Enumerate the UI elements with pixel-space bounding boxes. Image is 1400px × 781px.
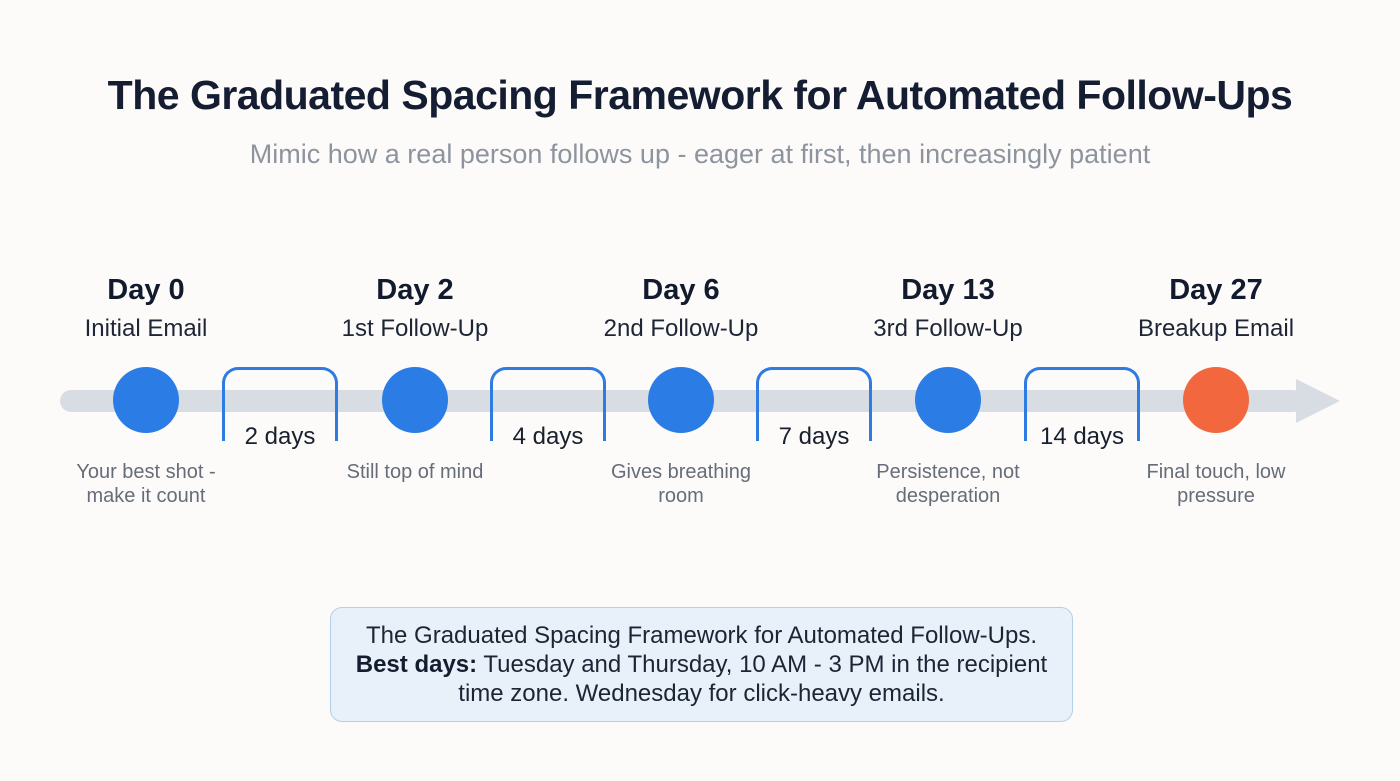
interval-1: 2 days [222, 367, 338, 450]
timeline-arrowhead-icon [1296, 379, 1340, 423]
note-best-days-label: Best days: [355, 651, 478, 678]
interval-label: 7 days [778, 423, 850, 450]
milestone-day-13: Day 13 3rd Follow-Up Persistence, not de… [838, 274, 1058, 524]
page-subtitle: Mimic how a real person follows up - eag… [249, 139, 1151, 169]
interval-3: 7 days [756, 367, 872, 450]
milestone-title: 1st Follow-Up [341, 315, 489, 342]
milestone-day-label: Day 13 [901, 274, 995, 306]
milestone-day-2: Day 2 1st Follow-Up Still top of mind [305, 274, 525, 524]
milestone-description: Still top of mind [346, 461, 484, 483]
interval-2: 4 days [490, 367, 606, 450]
milestone-description: Persistence, not desperation [876, 461, 1020, 507]
milestone-day-27: Day 27 Breakup Email Final touch, low pr… [1106, 274, 1326, 524]
page-title: The Graduated Spacing Framework for Auto… [107, 72, 1293, 118]
note-box: The Graduated Spacing Framework for Auto… [330, 607, 1073, 722]
milestone-day-label: Day 0 [107, 274, 185, 306]
milestone-dot [113, 367, 179, 433]
note-best-days-text: Tuesday and Thursday, 10 AM - 3 PM in th… [458, 651, 1048, 707]
milestone-day-label: Day 2 [376, 274, 454, 306]
interval-label: 4 days [512, 423, 584, 450]
milestone-day-0: Day 0 Initial Email Your best shot - mak… [36, 274, 256, 524]
milestone-title: Breakup Email [1137, 315, 1295, 342]
milestone-dot [1183, 367, 1249, 433]
milestone-day-6: Day 6 2nd Follow-Up Gives breathing room [571, 274, 791, 524]
milestone-description: Final touch, low pressure [1146, 461, 1286, 507]
milestone-title: 3rd Follow-Up [873, 315, 1023, 342]
note-line1: The Graduated Spacing Framework for Auto… [366, 622, 1037, 649]
milestone-day-label: Day 27 [1169, 274, 1263, 306]
interval-4: 14 days [1024, 367, 1140, 450]
milestone-dot [915, 367, 981, 433]
milestone-description: Gives breathing room [610, 461, 752, 507]
interval-bracket-icon [222, 367, 338, 441]
milestone-title: 2nd Follow-Up [603, 315, 759, 342]
milestone-day-label: Day 6 [642, 274, 720, 306]
milestone-dot [382, 367, 448, 433]
milestone-title: Initial Email [84, 315, 208, 342]
interval-bracket-icon [490, 367, 606, 441]
milestone-dot [648, 367, 714, 433]
milestone-description: Your best shot - make it count [76, 461, 216, 507]
interval-label: 14 days [1039, 423, 1125, 450]
interval-label: 2 days [244, 423, 316, 450]
interval-bracket-icon [756, 367, 872, 441]
interval-bracket-icon [1024, 367, 1140, 441]
